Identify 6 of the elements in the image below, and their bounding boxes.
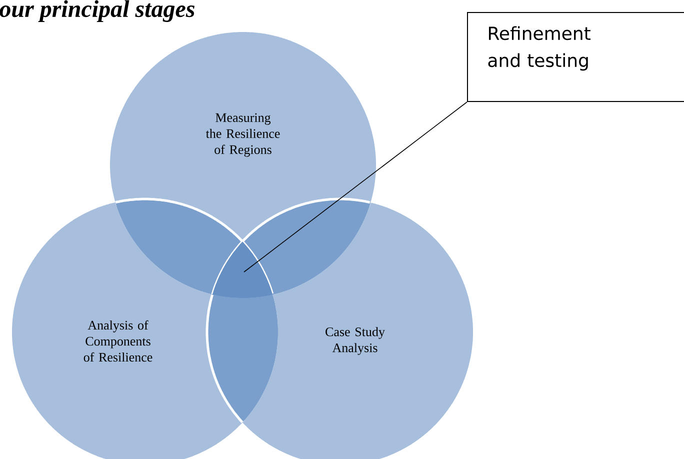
callout-box: Refinement and testing xyxy=(467,12,684,102)
circle-label: Analysis of Components of Resilience xyxy=(84,320,152,362)
circle-label: Measuring the Resilience of Regions xyxy=(206,113,280,157)
title: our principal stages xyxy=(0,0,194,22)
circle-label: Case Study Analysis xyxy=(326,327,385,355)
leader-line xyxy=(244,102,468,272)
